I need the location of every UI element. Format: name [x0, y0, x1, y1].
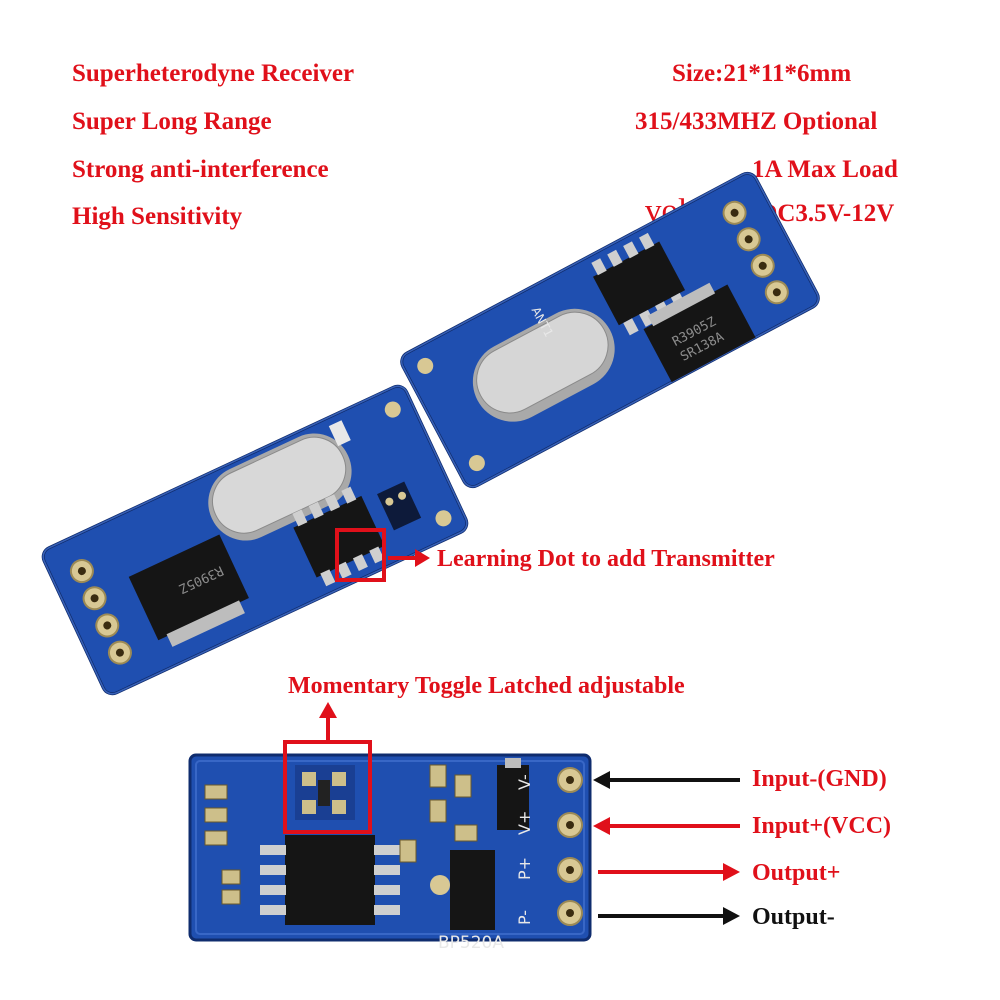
arrow-output-plus-head	[723, 863, 740, 881]
feature-long-range: Super Long Range	[72, 108, 272, 135]
pin-label-input-vcc: Input+(VCC)	[752, 813, 892, 839]
pin-label-input-gnd: Input-(GND)	[752, 766, 887, 792]
learning-dot-arrow-head	[415, 549, 430, 567]
model-marking: BP520A	[438, 933, 504, 953]
learning-dot-callout: Learning Dot to add Transmitter	[437, 546, 775, 572]
pin-label-v-minus: V-	[515, 774, 534, 790]
feature-anti-interference: Strong anti-interference	[72, 156, 329, 183]
learning-dot-highlight	[335, 528, 386, 582]
feature-sensitivity: High Sensitivity	[72, 203, 243, 230]
arrow-input-vcc-head	[593, 817, 610, 835]
voltage-value: DC3.5V-12V	[759, 200, 895, 227]
feature-superheterodyne: Superheterodyne Receiver	[72, 60, 355, 87]
module-bottom: V- V+ P+ P- BP520A	[188, 753, 592, 953]
arrow-output-minus-head	[723, 907, 740, 925]
pin-label-output-minus: Output-	[752, 904, 835, 930]
pin-label-output-plus: Output+	[752, 860, 841, 886]
mode-jumper-callout: Momentary Toggle Latched adjustable	[288, 673, 685, 699]
pin-label-p-plus: P+	[515, 857, 534, 880]
arrow-input-gnd-head	[593, 771, 610, 789]
module-middle-left: R3905Z	[41, 384, 469, 696]
pin-label-p-minus: P-	[515, 910, 534, 925]
spec-load: 1A Max Load	[752, 156, 898, 183]
spec-frequency: 315/433MHZ Optional	[635, 108, 878, 135]
module-top-right: R3905Z SR138A ANT1	[400, 171, 820, 489]
mode-jumper-arrow-head	[319, 702, 337, 718]
spec-size: Size:21*11*6mm	[672, 60, 852, 87]
mode-jumper-highlight	[283, 740, 372, 834]
pin-label-v-plus: V+	[515, 811, 534, 835]
